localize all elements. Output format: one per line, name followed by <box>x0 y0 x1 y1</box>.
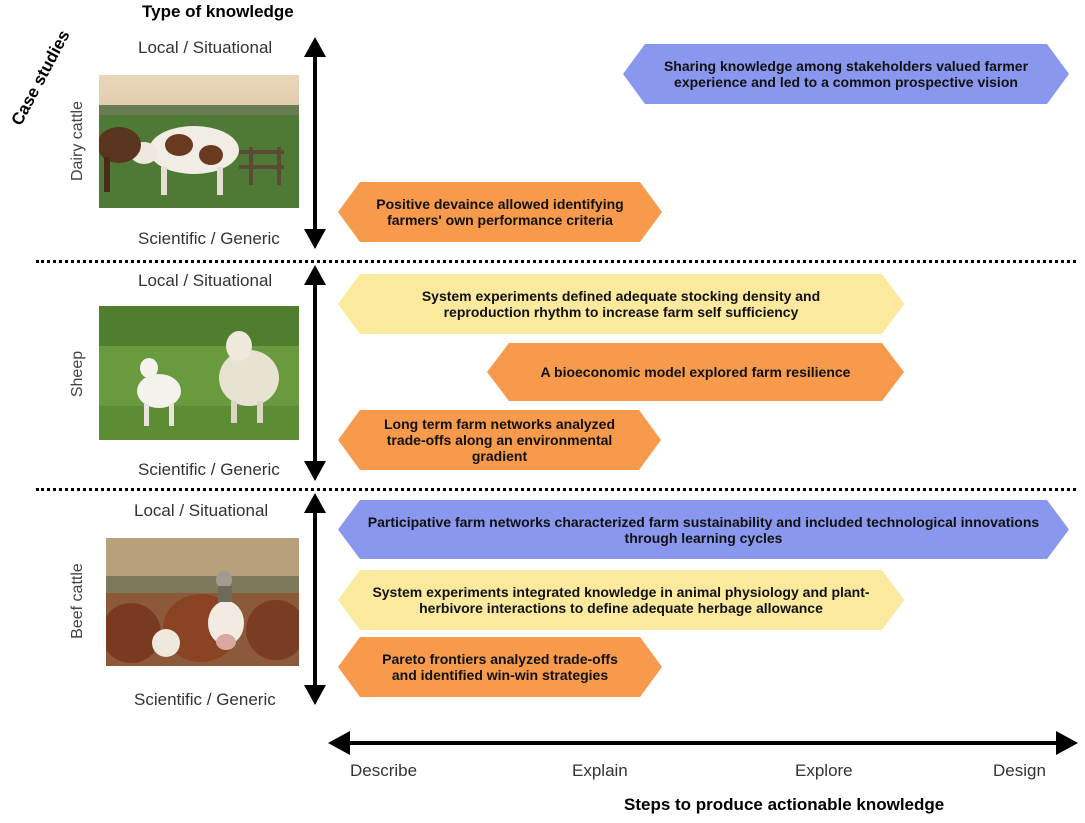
x-axis-title: Steps to produce actionable knowledge <box>624 795 945 814</box>
knowledge-box: Positive devaince allowed identifying fa… <box>338 182 662 242</box>
axis-bottom-label-beef: Scientific / Generic <box>134 690 276 709</box>
axis-top-label-sheep: Local / Situational <box>138 271 273 290</box>
knowledge-box: A bioeconomic model explored farm resili… <box>487 343 904 401</box>
vertical-axes <box>304 37 326 705</box>
step-describe: Describe <box>350 761 418 780</box>
axis-top-label-dairy: Local / Situational <box>138 38 273 57</box>
step-design: Design <box>993 761 1046 780</box>
case-studies-title: Case studies <box>7 27 74 129</box>
horizontal-axis <box>328 731 1078 755</box>
axis-arrow-sheep <box>304 265 326 481</box>
case-label-dairy: Dairy cattle <box>69 100 86 182</box>
y-axis-title: Type of knowledge <box>142 2 294 21</box>
axis-bottom-label-dairy: Scientific / Generic <box>138 229 280 248</box>
case-label-sheep: Sheep <box>69 350 86 398</box>
axis-bottom-label-sheep: Scientific / Generic <box>138 460 280 479</box>
beef-cattle-photo <box>106 538 299 666</box>
knowledge-box: Long term farm networks analyzed trade-o… <box>338 410 661 470</box>
knowledge-box: System experiments defined adequate stoc… <box>338 274 904 334</box>
axis-arrow-dairy <box>304 37 326 249</box>
case-label-beef: Beef cattle <box>69 563 86 639</box>
step-explain: Explain <box>572 761 628 780</box>
sheep-photo <box>99 306 299 440</box>
section-separator <box>36 260 1076 263</box>
knowledge-box: System experiments integrated knowledge … <box>338 570 904 630</box>
axis-arrow-beef <box>304 493 326 705</box>
knowledge-box: Pareto frontiers analyzed trade-offs and… <box>338 637 662 697</box>
section-separator <box>36 488 1076 491</box>
step-explore: Explore <box>795 761 853 780</box>
dairy-cattle-photo <box>99 75 299 208</box>
knowledge-box: Participative farm networks characterize… <box>338 500 1069 559</box>
axis-top-label-beef: Local / Situational <box>134 501 269 520</box>
knowledge-box: Sharing knowledge among stakeholders val… <box>623 44 1069 104</box>
